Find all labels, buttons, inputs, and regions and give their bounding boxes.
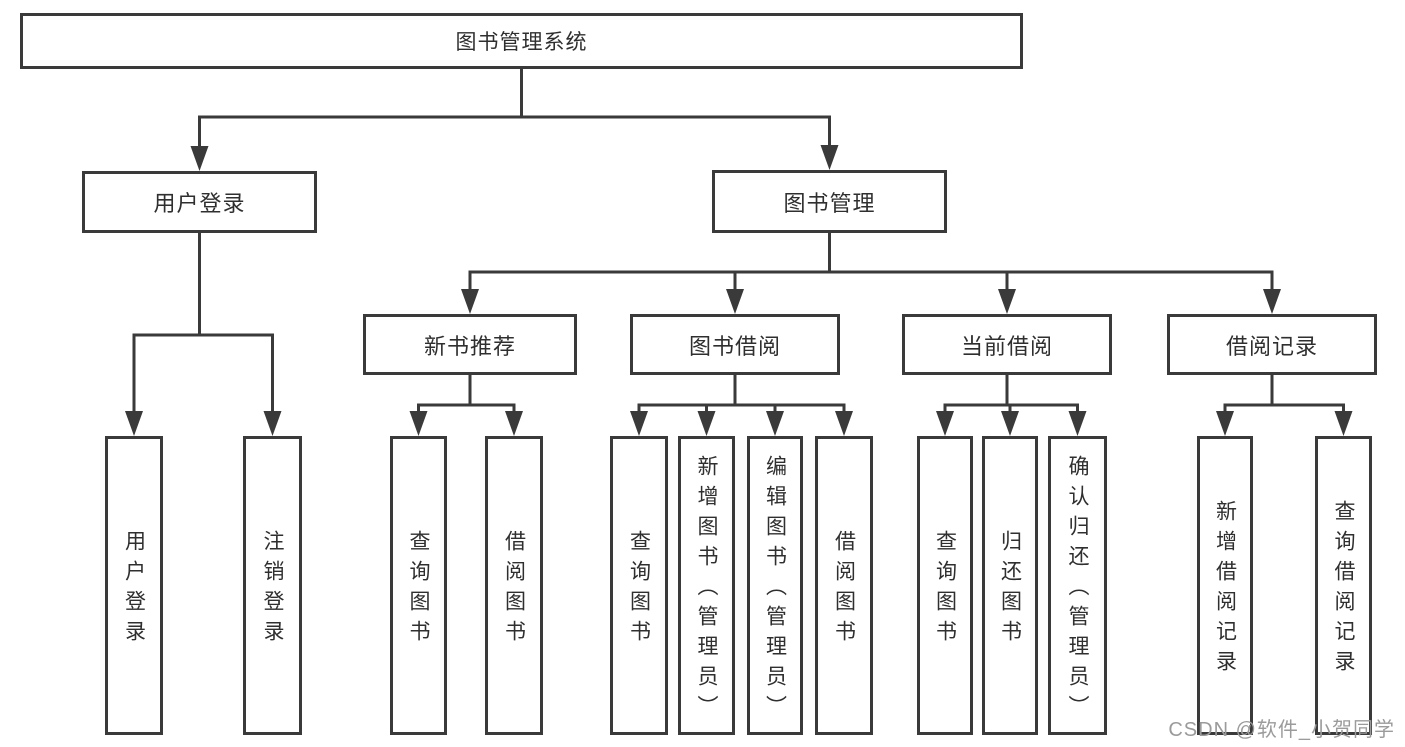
leaf-add-borrow-record-label: 新增借阅记录 [1213, 500, 1237, 680]
leaf-add-books-admin: 新增图书（管理员） [678, 436, 735, 735]
leaf-newbook-query-books: 查询图书 [390, 436, 447, 735]
leaf-return-books: 归还图书 [982, 436, 1038, 735]
leaf-current-query-books: 查询图书 [917, 436, 973, 735]
node-borrowing-records: 借阅记录 [1167, 314, 1377, 375]
node-book-borrowing-label: 图书借阅 [688, 333, 781, 359]
node-user-login-label: 用户登录 [153, 191, 246, 216]
leaf-confirm-return-admin: 确认归还（管理员） [1048, 436, 1107, 735]
node-library-system: 图书管理系统 [20, 13, 1023, 69]
leaf-borrowing-query-books-label: 查询图书 [627, 530, 651, 650]
node-current-borrowing: 当前借阅 [902, 314, 1112, 375]
leaf-confirm-return-admin-label: 确认归还（管理员） [1066, 455, 1089, 725]
leaf-newbook-borrow-books-label: 借阅图书 [502, 530, 526, 650]
leaf-return-books-label: 归还图书 [998, 530, 1022, 650]
leaf-user-login-label: 用户登录 [122, 530, 146, 650]
leaf-borrowing-borrow-books: 借阅图书 [815, 436, 873, 735]
leaf-add-borrow-record: 新增借阅记录 [1197, 436, 1253, 735]
leaf-query-borrow-record: 查询借阅记录 [1315, 436, 1372, 735]
leaf-logout-login: 注销登录 [243, 436, 302, 735]
leaf-newbook-borrow-books: 借阅图书 [485, 436, 543, 735]
leaf-add-books-admin-label: 新增图书（管理员） [695, 455, 718, 725]
csdn-watermark: CSDN @软件_小贺同学 [1168, 719, 1395, 741]
node-user-login: 用户登录 [82, 171, 317, 233]
node-borrowing-records-label: 借阅记录 [1225, 333, 1318, 359]
node-book-management-label: 图书管理 [783, 190, 876, 216]
leaf-borrowing-borrow-books-label: 借阅图书 [832, 530, 856, 650]
leaf-edit-books-admin-label: 编辑图书（管理员） [763, 455, 787, 725]
leaf-borrowing-query-books: 查询图书 [610, 436, 668, 735]
node-new-book-recommend: 新书推荐 [363, 314, 577, 375]
node-current-borrowing-label: 当前借阅 [960, 333, 1053, 359]
leaf-query-borrow-record-label: 查询借阅记录 [1332, 500, 1355, 680]
leaf-current-query-books-label: 查询图书 [933, 530, 957, 650]
arrowheads [125, 145, 1353, 436]
node-book-management: 图书管理 [712, 170, 947, 233]
leaf-user-login: 用户登录 [105, 436, 163, 735]
leaf-edit-books-admin: 编辑图书（管理员） [747, 436, 803, 735]
node-new-book-recommend-label: 新书推荐 [423, 333, 516, 359]
leaf-logout-login-label: 注销登录 [261, 530, 284, 650]
node-library-system-label: 图书管理系统 [455, 31, 588, 54]
node-book-borrowing: 图书借阅 [630, 314, 840, 375]
leaf-newbook-query-books-label: 查询图书 [407, 530, 430, 650]
